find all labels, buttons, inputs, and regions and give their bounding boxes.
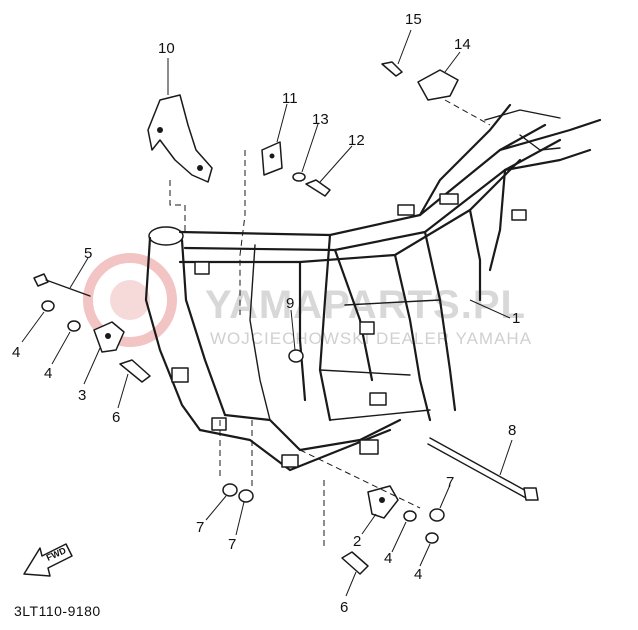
callout-13: 13	[312, 111, 329, 128]
part-4-nut-left-lower	[51, 320, 81, 365]
part-12-bolt	[305, 145, 353, 197]
part-4-nut-right-lower	[419, 532, 439, 567]
callout-7-a: 7	[196, 519, 204, 536]
part-13-nut	[292, 123, 319, 182]
part-7-collar-left	[205, 420, 238, 521]
part-14-bracket	[417, 51, 491, 126]
callout-12: 12	[348, 132, 365, 149]
part-1-leader	[469, 299, 511, 319]
callout-6-b: 6	[340, 599, 348, 616]
part-11-plate	[239, 103, 288, 315]
part-4-nut-left-upper	[21, 300, 55, 343]
fwd-arrow: FWD	[23, 543, 73, 577]
callout-5: 5	[84, 245, 92, 262]
part-6-bolt-left	[117, 359, 151, 409]
part-3-plate	[83, 321, 125, 385]
callout-11: 11	[282, 90, 298, 107]
watermark-main-text: YAMAPARTS.PL	[205, 283, 526, 327]
part-2-plate	[299, 449, 421, 535]
watermark: YAMAPARTS.PL WOJCIECHOWSKI DEALER YAMAHA	[83, 253, 532, 348]
callout-6-a: 6	[112, 409, 120, 426]
part-15-bolt	[381, 29, 412, 77]
callout-1: 1	[512, 310, 520, 327]
main-frame	[144, 103, 602, 472]
callout-4-b: 4	[44, 365, 52, 382]
callout-8: 8	[508, 422, 516, 439]
part-code-label: 3LT110-9180	[14, 603, 101, 619]
part-9-collar	[288, 309, 304, 363]
callout-15: 15	[405, 11, 422, 28]
watermark-sub-text: WOJCIECHOWSKI DEALER YAMAHA	[210, 329, 532, 348]
part-7-collar-right	[429, 484, 451, 522]
part-10-bracket	[147, 58, 213, 235]
callout-7-b: 7	[228, 536, 236, 553]
callout-4-a: 4	[12, 344, 20, 361]
callout-3: 3	[78, 387, 86, 404]
part-6-bolt-bottom	[323, 480, 369, 597]
callout-14: 14	[454, 36, 471, 53]
callout-7-c: 7	[446, 474, 454, 491]
part-4-nut-right-upper	[391, 510, 417, 553]
part-7-collar-mid	[235, 420, 254, 536]
callouts: 15 14 10 11 13 12 5 9 1 4 4 3 6 8 7 7 7 …	[12, 11, 520, 616]
part-5-bolt	[33, 257, 91, 297]
part-8-bolt	[427, 437, 539, 501]
callout-4-c: 4	[384, 550, 392, 567]
callout-10: 10	[158, 40, 175, 57]
callout-4-d: 4	[414, 566, 422, 583]
callout-9: 9	[286, 295, 294, 312]
callout-2: 2	[353, 533, 361, 550]
